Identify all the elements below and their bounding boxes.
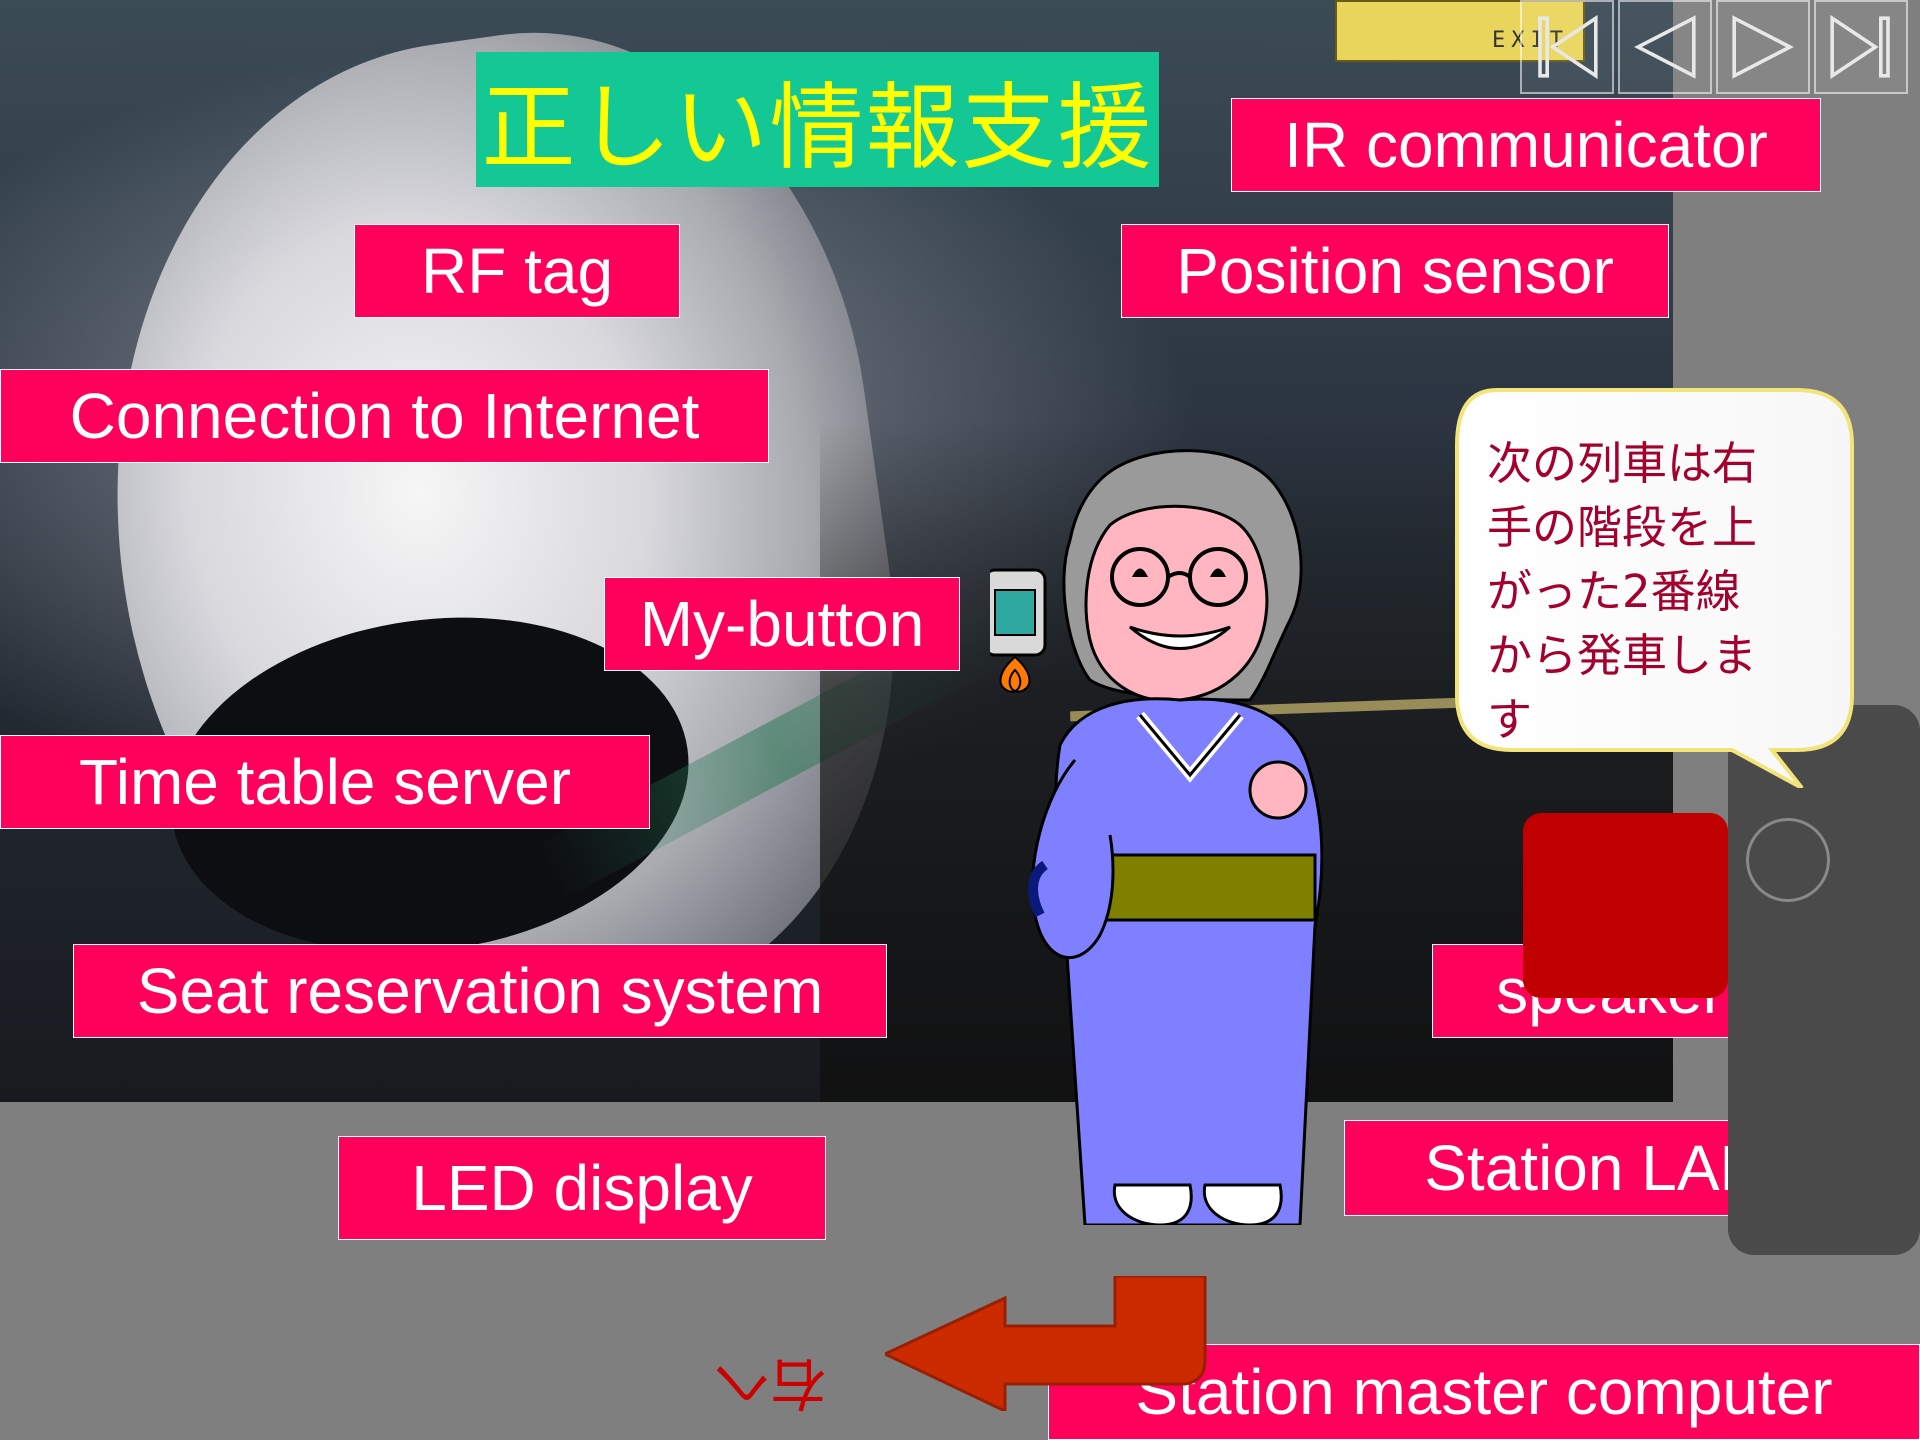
first-icon — [1522, 14, 1612, 96]
speech-bubble — [1455, 388, 1854, 788]
next-icon — [1718, 15, 1808, 96]
speech-bubble-text: 次の列車は右 手の階段を上 がった2番線 から発車しま す — [1487, 437, 1758, 746]
label-rf-tag: RF tag — [354, 224, 680, 318]
ground-direction-text: 右へ — [714, 1350, 826, 1416]
pillar-indicator — [1746, 818, 1830, 902]
slide-navigation — [1520, 0, 1920, 94]
elderly-woman-illustration — [990, 449, 1324, 1225]
direction-arrow — [885, 1276, 1207, 1411]
prev-icon — [1620, 15, 1710, 96]
exit-sign: EXIT — [1335, 0, 1585, 62]
my-button-device — [990, 568, 1047, 693]
label-time-table-server: Time table server — [0, 735, 650, 829]
last-icon — [1816, 14, 1906, 96]
exit-sign-text: EXIT — [1492, 28, 1569, 53]
label-connection-to-internet: Connection to Internet — [0, 369, 769, 463]
station-pillar — [1728, 705, 1920, 1255]
label-ir-communicator: IR communicator — [1231, 98, 1821, 192]
slide-title: 正しい情報支援 — [476, 52, 1159, 187]
next-slide-button[interactable] — [1716, 0, 1810, 94]
label-position-sensor: Position sensor — [1121, 224, 1669, 318]
label-led-display: LED display — [338, 1136, 826, 1240]
label-seat-reservation-system: Seat reservation system — [73, 944, 887, 1038]
label-station-master-computer: Station master computer — [1048, 1344, 1920, 1440]
speaker-device — [1523, 813, 1728, 998]
prev-slide-button[interactable] — [1618, 0, 1712, 94]
label-my-button: My-button — [604, 577, 960, 671]
first-slide-button[interactable] — [1520, 0, 1614, 94]
last-slide-button[interactable] — [1814, 0, 1908, 94]
